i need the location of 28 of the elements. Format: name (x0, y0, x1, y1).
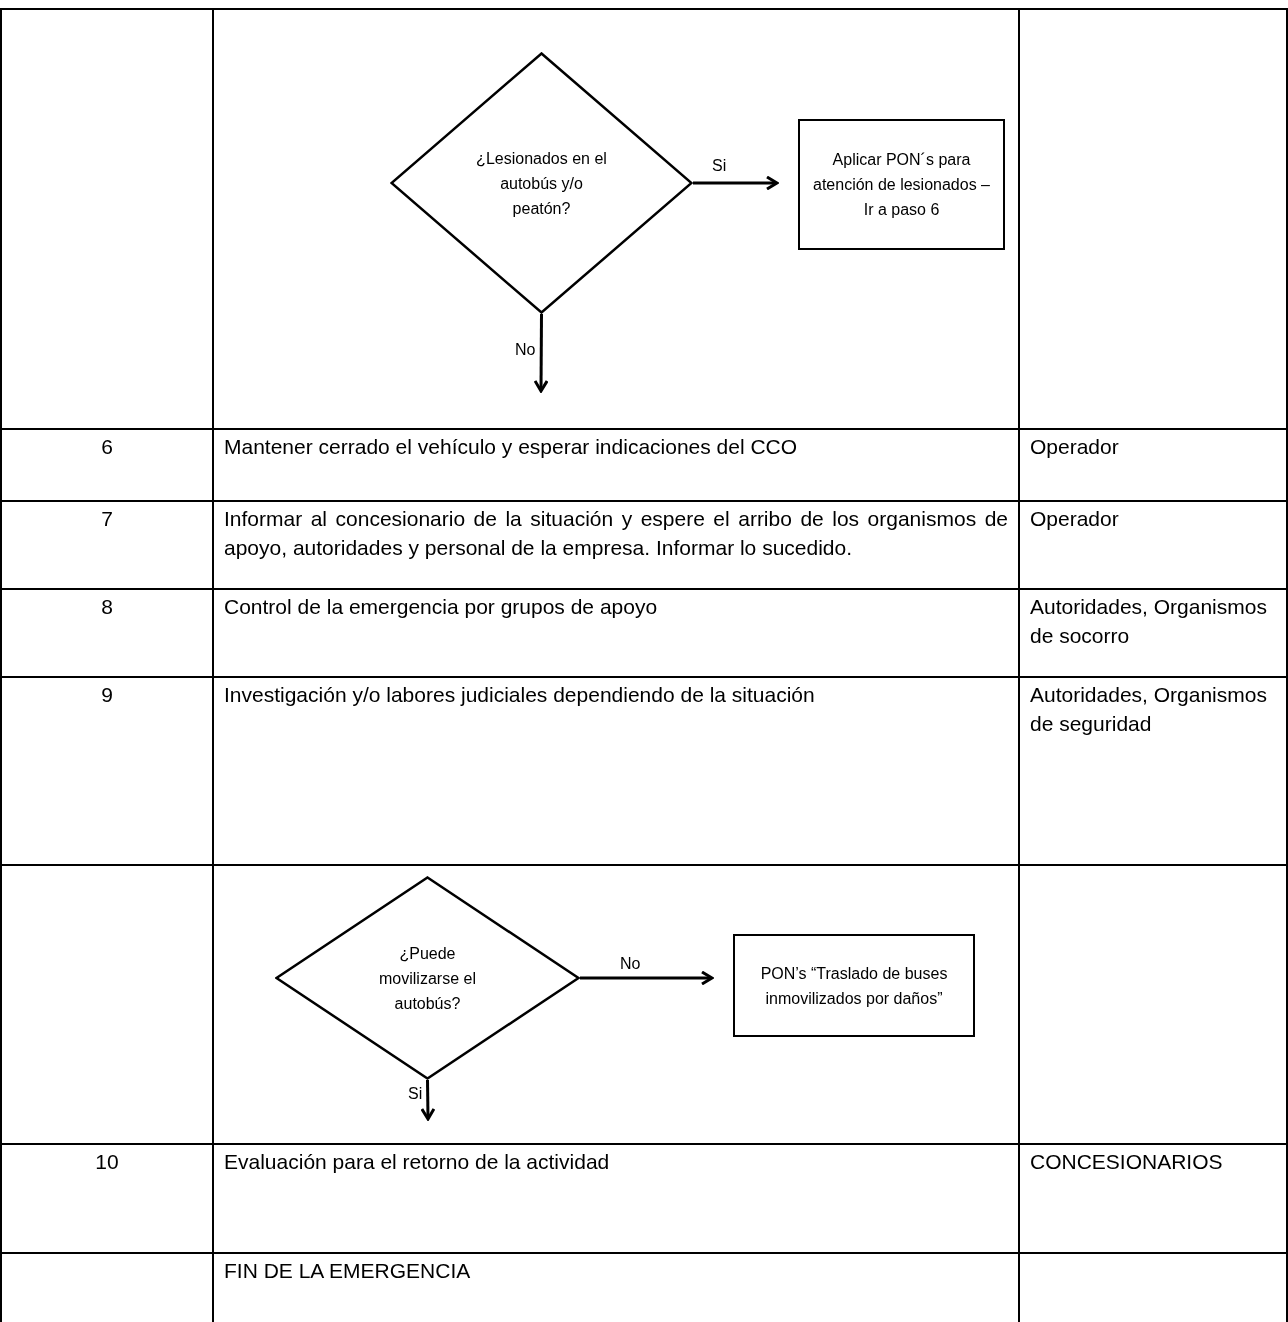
step-number: 7 (101, 507, 113, 530)
process-box (798, 119, 1005, 250)
step-number: 8 (101, 595, 113, 618)
step-number: 9 (101, 683, 113, 706)
step-description: Control de la emergencia por grupos de apoyo (224, 595, 658, 618)
step-description: Mantener cerrado el vehículo y esperar indicaciones del CCO (224, 435, 798, 458)
process-text: Aplicar PON´s para atención de lesionados – Ir a paso 6 (812, 150, 991, 220)
arrow (533, 314, 549, 393)
question-text: ¿Lesionados en el autobús y/o peatón? (475, 148, 608, 219)
responsible-party: Autoridades, Organismos de seguridad (1030, 683, 1267, 735)
step-description: Investigación y/o labores judiciales dependiendo de la situación (224, 683, 815, 706)
responsible-party: CONCESIONARIOS (1030, 1150, 1223, 1173)
arrow (580, 970, 714, 986)
responsible-party: Autoridades, Organismos de socorro (1030, 595, 1267, 647)
question-text: ¿Puede movilizarse el autobús? (378, 943, 477, 1014)
decision-diamond (390, 52, 693, 314)
arrow (693, 175, 779, 191)
process-text: PON’s “Traslado de buses inmovilizados por daños” (759, 963, 949, 1009)
responsible-party: Operador (1030, 435, 1119, 458)
step-number: 10 (95, 1150, 119, 1173)
responsible-party: Operador (1030, 507, 1119, 530)
step-description: Evaluación para el retorno de la actividad (224, 1150, 610, 1173)
step-number: 6 (101, 435, 113, 458)
process-box (733, 934, 975, 1037)
arrow (420, 1079, 436, 1121)
step-description: Informar al concesionario de la situación y espere el arribo de los organismos de apoyo, autoridades y personal de la empresa. Informar lo sucedido. (224, 507, 1008, 559)
step-description: FIN DE LA EMERGENCIA (224, 1259, 471, 1282)
decision-diamond (275, 876, 580, 1080)
